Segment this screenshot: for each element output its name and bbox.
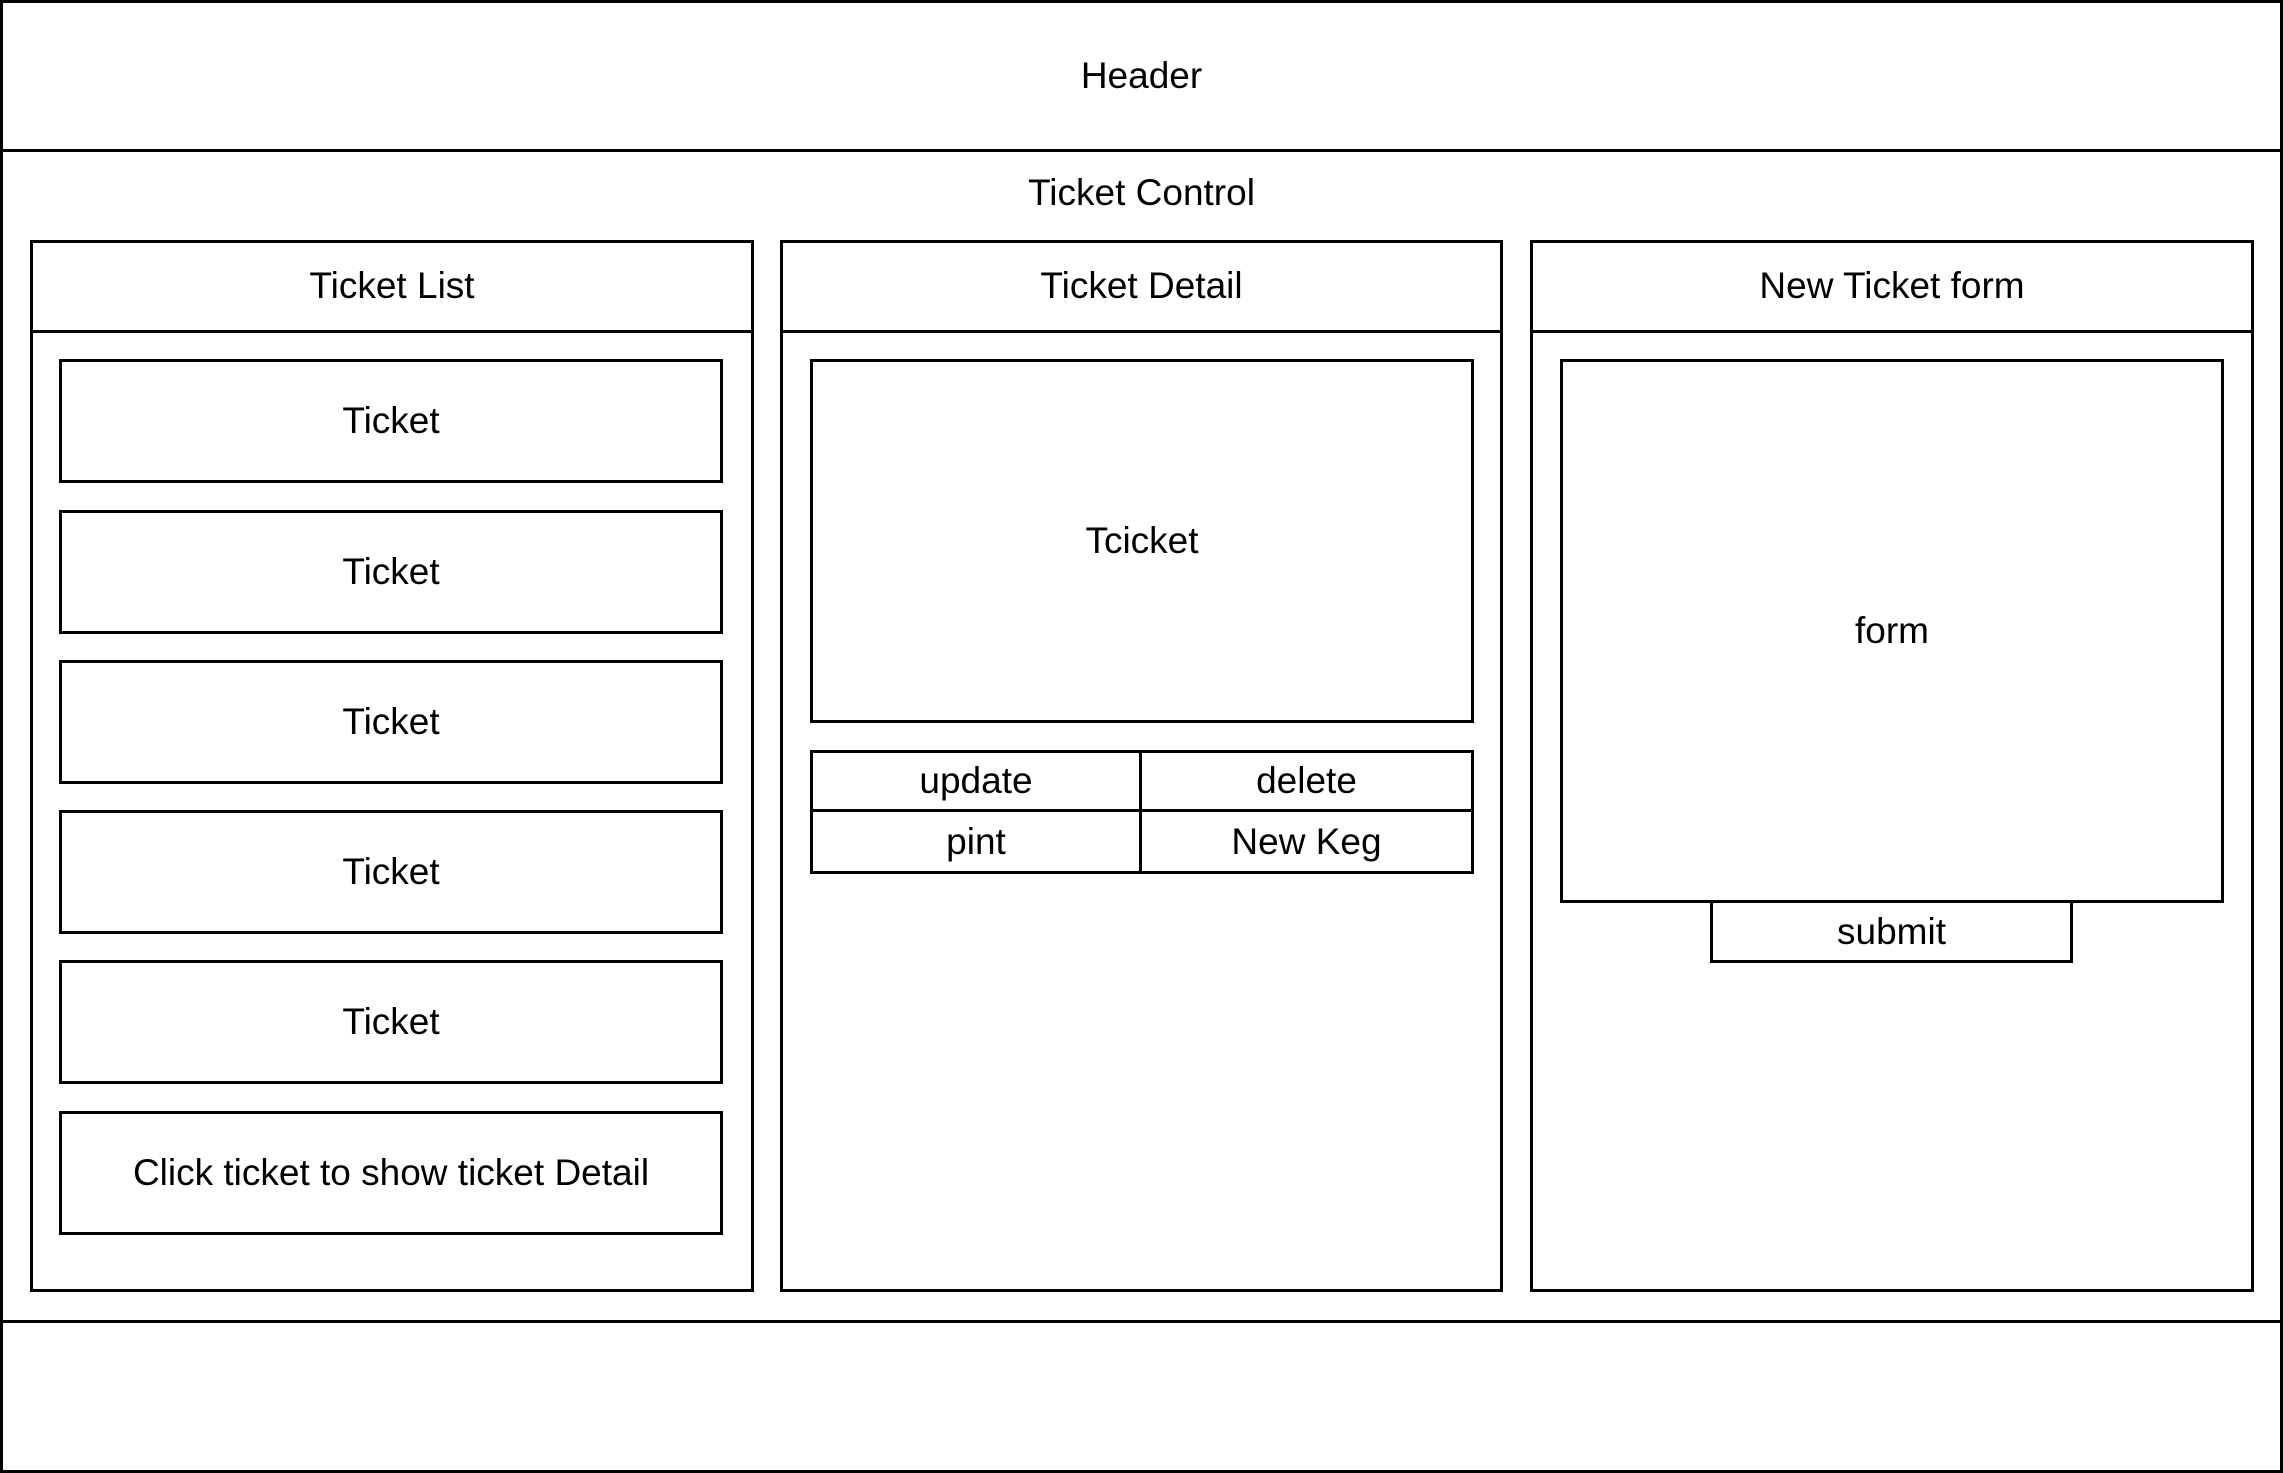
new-ticket-form-title: New Ticket form (1759, 265, 2025, 306)
update-button[interactable]: update (813, 753, 1142, 812)
new-ticket-form-title-divider (1530, 330, 2254, 333)
form-label: form (1855, 610, 1929, 651)
ticket-detail-content: Tcicket (810, 359, 1474, 723)
ticket-detail-actions: update delete pint New Keg (810, 750, 1474, 874)
submit-button[interactable]: submit (1710, 900, 2073, 963)
footer (0, 1323, 2283, 1470)
ticket-list-item[interactable]: Ticket (59, 510, 723, 634)
header-title: Header (1080, 55, 1203, 96)
ticket-list-item[interactable]: Ticket (59, 660, 723, 784)
ticket-list-title-divider (30, 330, 754, 333)
ticket-control-title: Ticket Control (1028, 172, 1255, 213)
ticket-detail-title-divider (780, 330, 1503, 333)
footer-divider (0, 1320, 2283, 1323)
new-keg-button[interactable]: New Keg (1231, 820, 1382, 862)
ticket-list-hint: Click ticket to show ticket Detail (59, 1111, 723, 1235)
ticket-detail-title: Ticket Detail (1040, 265, 1243, 306)
delete-button[interactable]: delete (1142, 753, 1471, 812)
pint-button[interactable]: pint (813, 812, 1142, 871)
new-ticket-form[interactable]: form (1560, 359, 2224, 903)
ticket-list-item[interactable]: Ticket (59, 960, 723, 1084)
header-divider (0, 149, 2283, 152)
ticket-list-title: Ticket List (309, 265, 475, 306)
ticket-list-item[interactable]: Ticket (59, 359, 723, 483)
ticket-list-item[interactable]: Ticket (59, 810, 723, 934)
